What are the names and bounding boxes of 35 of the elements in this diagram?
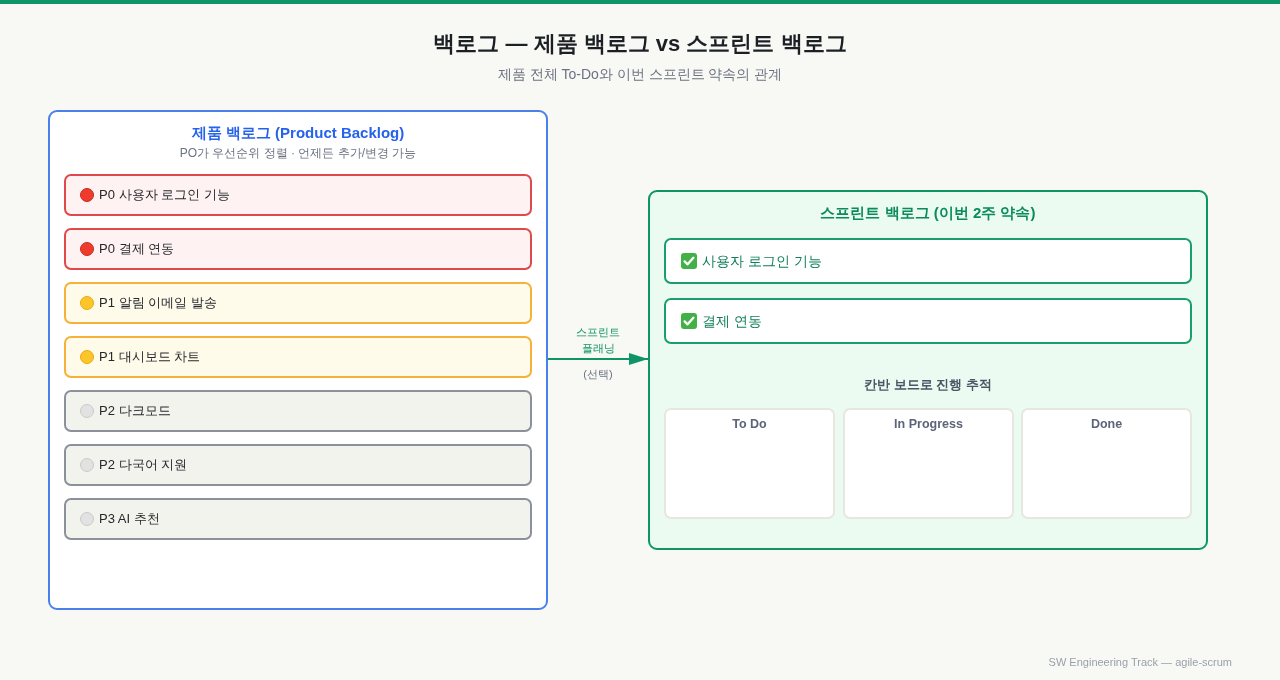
backlog-item-card — [64, 444, 532, 486]
item-text: P0 사용자 로그인 기능 — [99, 186, 230, 204]
kanban-column — [664, 408, 835, 519]
column-heading: Done — [1090, 416, 1123, 433]
arrow — [547, 353, 649, 365]
item-text: 결제 연동 — [702, 312, 762, 331]
column-heading: To Do — [732, 416, 767, 433]
kanban-column — [1021, 408, 1192, 519]
backlog-item-card — [664, 238, 1192, 284]
backlog-item-card — [64, 282, 532, 324]
backlog-item-card — [64, 498, 532, 540]
item-text: P1 알림 이메일 발송 — [99, 294, 217, 312]
item-text: P2 다국어 지원 — [99, 456, 188, 474]
item-text: 사용자 로그인 기능 — [702, 252, 822, 271]
item-text: P1 대시보드 차트 — [99, 348, 201, 366]
edge-note: (선택) — [583, 366, 613, 382]
backlog-item-card — [64, 390, 532, 432]
backlog-item-card — [64, 336, 532, 378]
backlog-item-card — [664, 298, 1192, 344]
panel-title: 제품 백로그 (Product Backlog) — [191, 122, 405, 143]
diagram-title: 백로그 — 제품 백로그 vs 스프린트 백로그 — [433, 29, 847, 58]
panel-subtitle: PO가 우선순위 정렬 · 언제든 추가/변경 가능 — [179, 144, 417, 162]
kanban-column — [843, 408, 1014, 519]
item-text: P2 다크모드 — [99, 402, 171, 420]
backlog-panel — [48, 110, 548, 610]
backlog-item-card — [64, 174, 532, 216]
item-text: P3 AI 추천 — [99, 510, 160, 528]
backlog-item-card — [64, 228, 532, 270]
section-heading: 칸반 보드로 진행 추적 — [864, 376, 992, 394]
column-heading: In Progress — [894, 416, 963, 433]
diagram-subtitle: 제품 전체 To-Do와 이번 스프린트 약속의 관계 — [497, 65, 783, 84]
footer-text: SW Engineering Track — agile-scrum — [1048, 654, 1232, 670]
item-text: P0 결제 연동 — [99, 240, 175, 258]
sprint-panel — [648, 190, 1208, 550]
panel-title: 스프린트 백로그 (이번 2주 약속) — [820, 202, 1036, 223]
